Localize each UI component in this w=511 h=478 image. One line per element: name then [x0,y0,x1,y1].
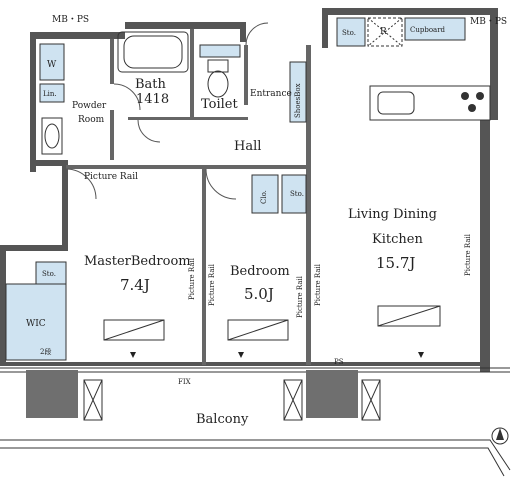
window-markers [130,352,424,358]
ps-bottom-label: PS [334,358,344,366]
storage-areas [5,17,466,361]
doors [65,22,269,200]
cupboard [404,17,466,41]
sto-top-label: Sto. [342,29,356,37]
sto-hall-label: Sto. [290,190,304,198]
kitchen-counter [369,85,491,121]
bath-size-label: 1418 [136,92,169,107]
shoes-box-label: ShoesBox [294,83,302,118]
master-bedroom-label: MasterBedroom [84,254,191,269]
master-size-label: 7.4J [120,276,150,294]
bedroom-label: Bedroom [230,264,290,279]
living-size-label: 15.7J [376,254,415,272]
washer-label: W [47,60,57,70]
toilet-label: Toilet [201,97,238,112]
sto-hall [281,174,307,214]
labels: MB・PS MB・PS Bath 1418 Toilet Entrance Sh… [26,15,507,427]
shoes-box [289,61,307,123]
north-arrow-icon [491,427,509,445]
cupboard-label: Cupboard [410,26,446,34]
living-label-1: Living Dining [348,207,437,222]
outer-walls [0,8,498,372]
balcony-units [26,370,381,421]
stove-icon [461,92,484,112]
picture-rail-master-label: Picture Rail [188,257,196,300]
bathtub-icon [117,31,189,73]
living-label-2: Kitchen [372,232,423,247]
clo-label: Clo. [260,190,268,204]
wic-label: WIC [26,319,46,329]
entrance-label: Entrance [250,89,292,99]
wic [5,283,67,361]
refrigerator-box [367,17,403,47]
balcony-outline [0,367,511,477]
balcony-label: Balcony [196,412,249,427]
picture-rail-bed-left-label: Picture Rail [208,263,216,306]
sto-wic-label: Sto. [42,270,56,278]
hall-label: Hall [234,139,261,154]
clo [251,174,279,214]
linen-area [39,83,65,103]
fix-label: FIX [178,378,191,386]
window-icon [103,305,441,341]
sto-top [336,17,366,47]
powder-room-label-1: Powder [72,101,107,111]
picture-rail-top-label: Picture Rail [84,172,138,182]
toilet-shelf [199,44,241,58]
picture-rail-bed-right1-label: Picture Rail [296,275,304,318]
mbps-left-label: MB・PS [52,15,89,25]
bedroom-size-label: 5.0J [244,285,274,303]
mbps-right-label: MB・PS [470,17,507,27]
wic-shelves-label: 2段 [40,347,51,356]
toilet-icon [207,59,229,98]
sink-icon [41,117,63,155]
refrigerator-label: R [380,27,387,37]
picture-rail-living-label: Picture Rail [464,233,472,276]
picture-rail-bed-right2-label: Picture Rail [314,263,322,306]
washer-area [39,43,65,81]
bath-label: Bath [135,77,167,92]
linen-label: Lin. [43,90,57,98]
powder-room-label-2: Room [78,115,105,125]
